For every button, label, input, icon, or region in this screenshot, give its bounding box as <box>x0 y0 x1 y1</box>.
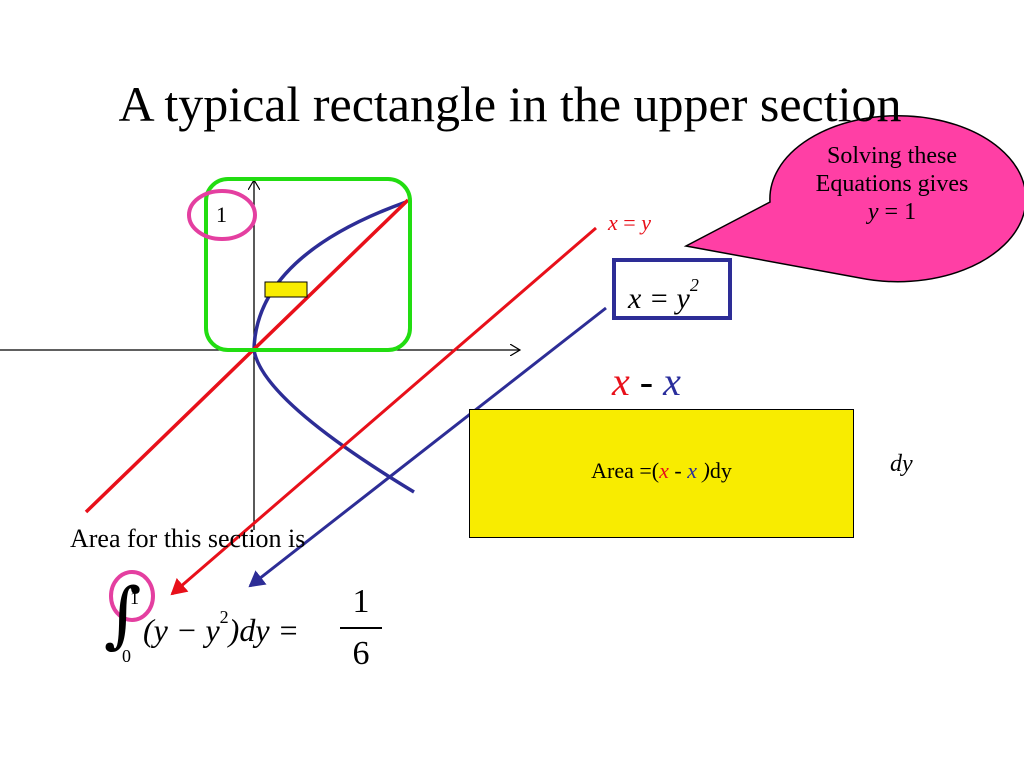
area-prefix: Area =( <box>591 458 660 483</box>
callout-line-3: y = 1 <box>768 198 1016 226</box>
line-label-x: x <box>608 210 618 235</box>
callout-line-1: Solving these <box>827 143 957 169</box>
curve-equation-lhs: x = y <box>628 282 690 315</box>
blue-arrow <box>248 306 607 588</box>
result-fraction: 1 6 <box>340 580 382 676</box>
red-arrow <box>170 226 597 596</box>
slide-title: A typical rectangle in the upper section <box>118 76 902 132</box>
difference-label: x - x <box>612 358 681 405</box>
section-label: Area for this section is <box>70 524 306 553</box>
integrand-post: )dy = <box>228 612 300 648</box>
integral-lower-limit: 0 <box>122 646 131 666</box>
line-label-y: y <box>641 210 651 235</box>
area-x1: x <box>659 458 669 483</box>
parabola-curve <box>252 200 415 494</box>
area-close: ) <box>697 458 710 483</box>
difference-op: - <box>629 359 664 404</box>
difference-right: x <box>663 359 681 404</box>
axis-one-circle <box>187 189 257 241</box>
integrand: (y − y2)dy = <box>143 607 300 649</box>
callout-line-2: Equations gives <box>815 171 969 197</box>
dy-label: dy <box>890 451 913 477</box>
difference-left: x <box>612 359 630 404</box>
fraction-denominator: 6 <box>352 635 370 672</box>
integral-upper-limit: 1 <box>130 588 139 608</box>
line-label: x = y <box>608 210 651 236</box>
green-highlight-box <box>204 177 412 352</box>
area-suffix: dy <box>709 458 732 483</box>
callout-rest: = 1 <box>878 199 917 225</box>
area-box <box>469 409 854 538</box>
area-formula: Area =(x - x )dy <box>469 458 854 484</box>
integral-sign: ∫ <box>104 572 142 656</box>
callout-bubble <box>683 114 1024 283</box>
area-x2: x <box>687 458 697 483</box>
axis-tick-label: 1 <box>216 202 227 227</box>
integrand-pre: (y − y <box>143 612 220 648</box>
curve-equation-box: x = y2 <box>612 258 732 320</box>
curve-equation-exponent: 2 <box>689 275 699 295</box>
integrand-exponent: 2 <box>219 607 229 628</box>
fraction-numerator: 1 <box>352 583 370 620</box>
typical-rectangle <box>264 281 308 298</box>
callout-text: Solving these Equations gives y = 1 <box>768 142 1016 226</box>
fraction-bar <box>340 627 382 629</box>
area-op: - <box>668 458 688 483</box>
callout-var: y <box>867 199 879 225</box>
line-label-eq: = <box>617 210 642 235</box>
upper-limit-circle <box>109 570 155 622</box>
line-x-equals-y <box>84 198 410 514</box>
